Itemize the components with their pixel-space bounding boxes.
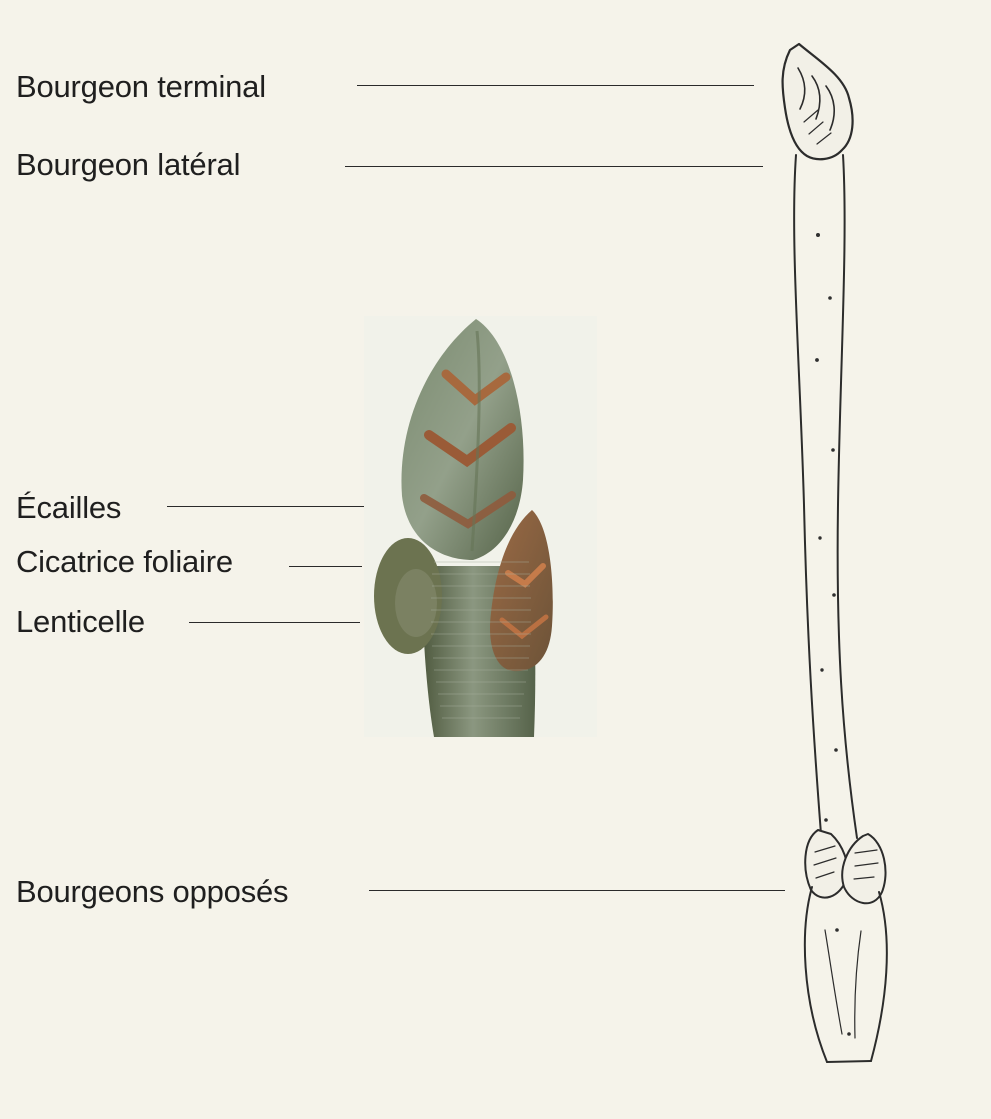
twig-drawing-icon	[760, 30, 930, 1090]
label-cicatrice-foliaire: Cicatrice foliaire	[16, 546, 233, 577]
leader-line-bourgeon-terminal	[357, 85, 754, 86]
label-ecailles: Écailles	[16, 492, 121, 523]
bud-photo-icon	[364, 316, 597, 737]
leader-line-lenticelle	[189, 622, 360, 623]
leader-line-ecailles	[167, 506, 381, 507]
label-bourgeon-terminal: Bourgeon terminal	[16, 71, 266, 102]
leader-line-bourgeon-lateral	[345, 166, 763, 167]
leader-line-bourgeons-opposes	[369, 890, 785, 891]
label-bourgeon-lateral: Bourgeon latéral	[16, 149, 240, 180]
leader-line-cicatrice-foliaire	[289, 566, 362, 567]
label-bourgeons-opposes: Bourgeons opposés	[16, 876, 288, 907]
label-lenticelle: Lenticelle	[16, 606, 145, 637]
